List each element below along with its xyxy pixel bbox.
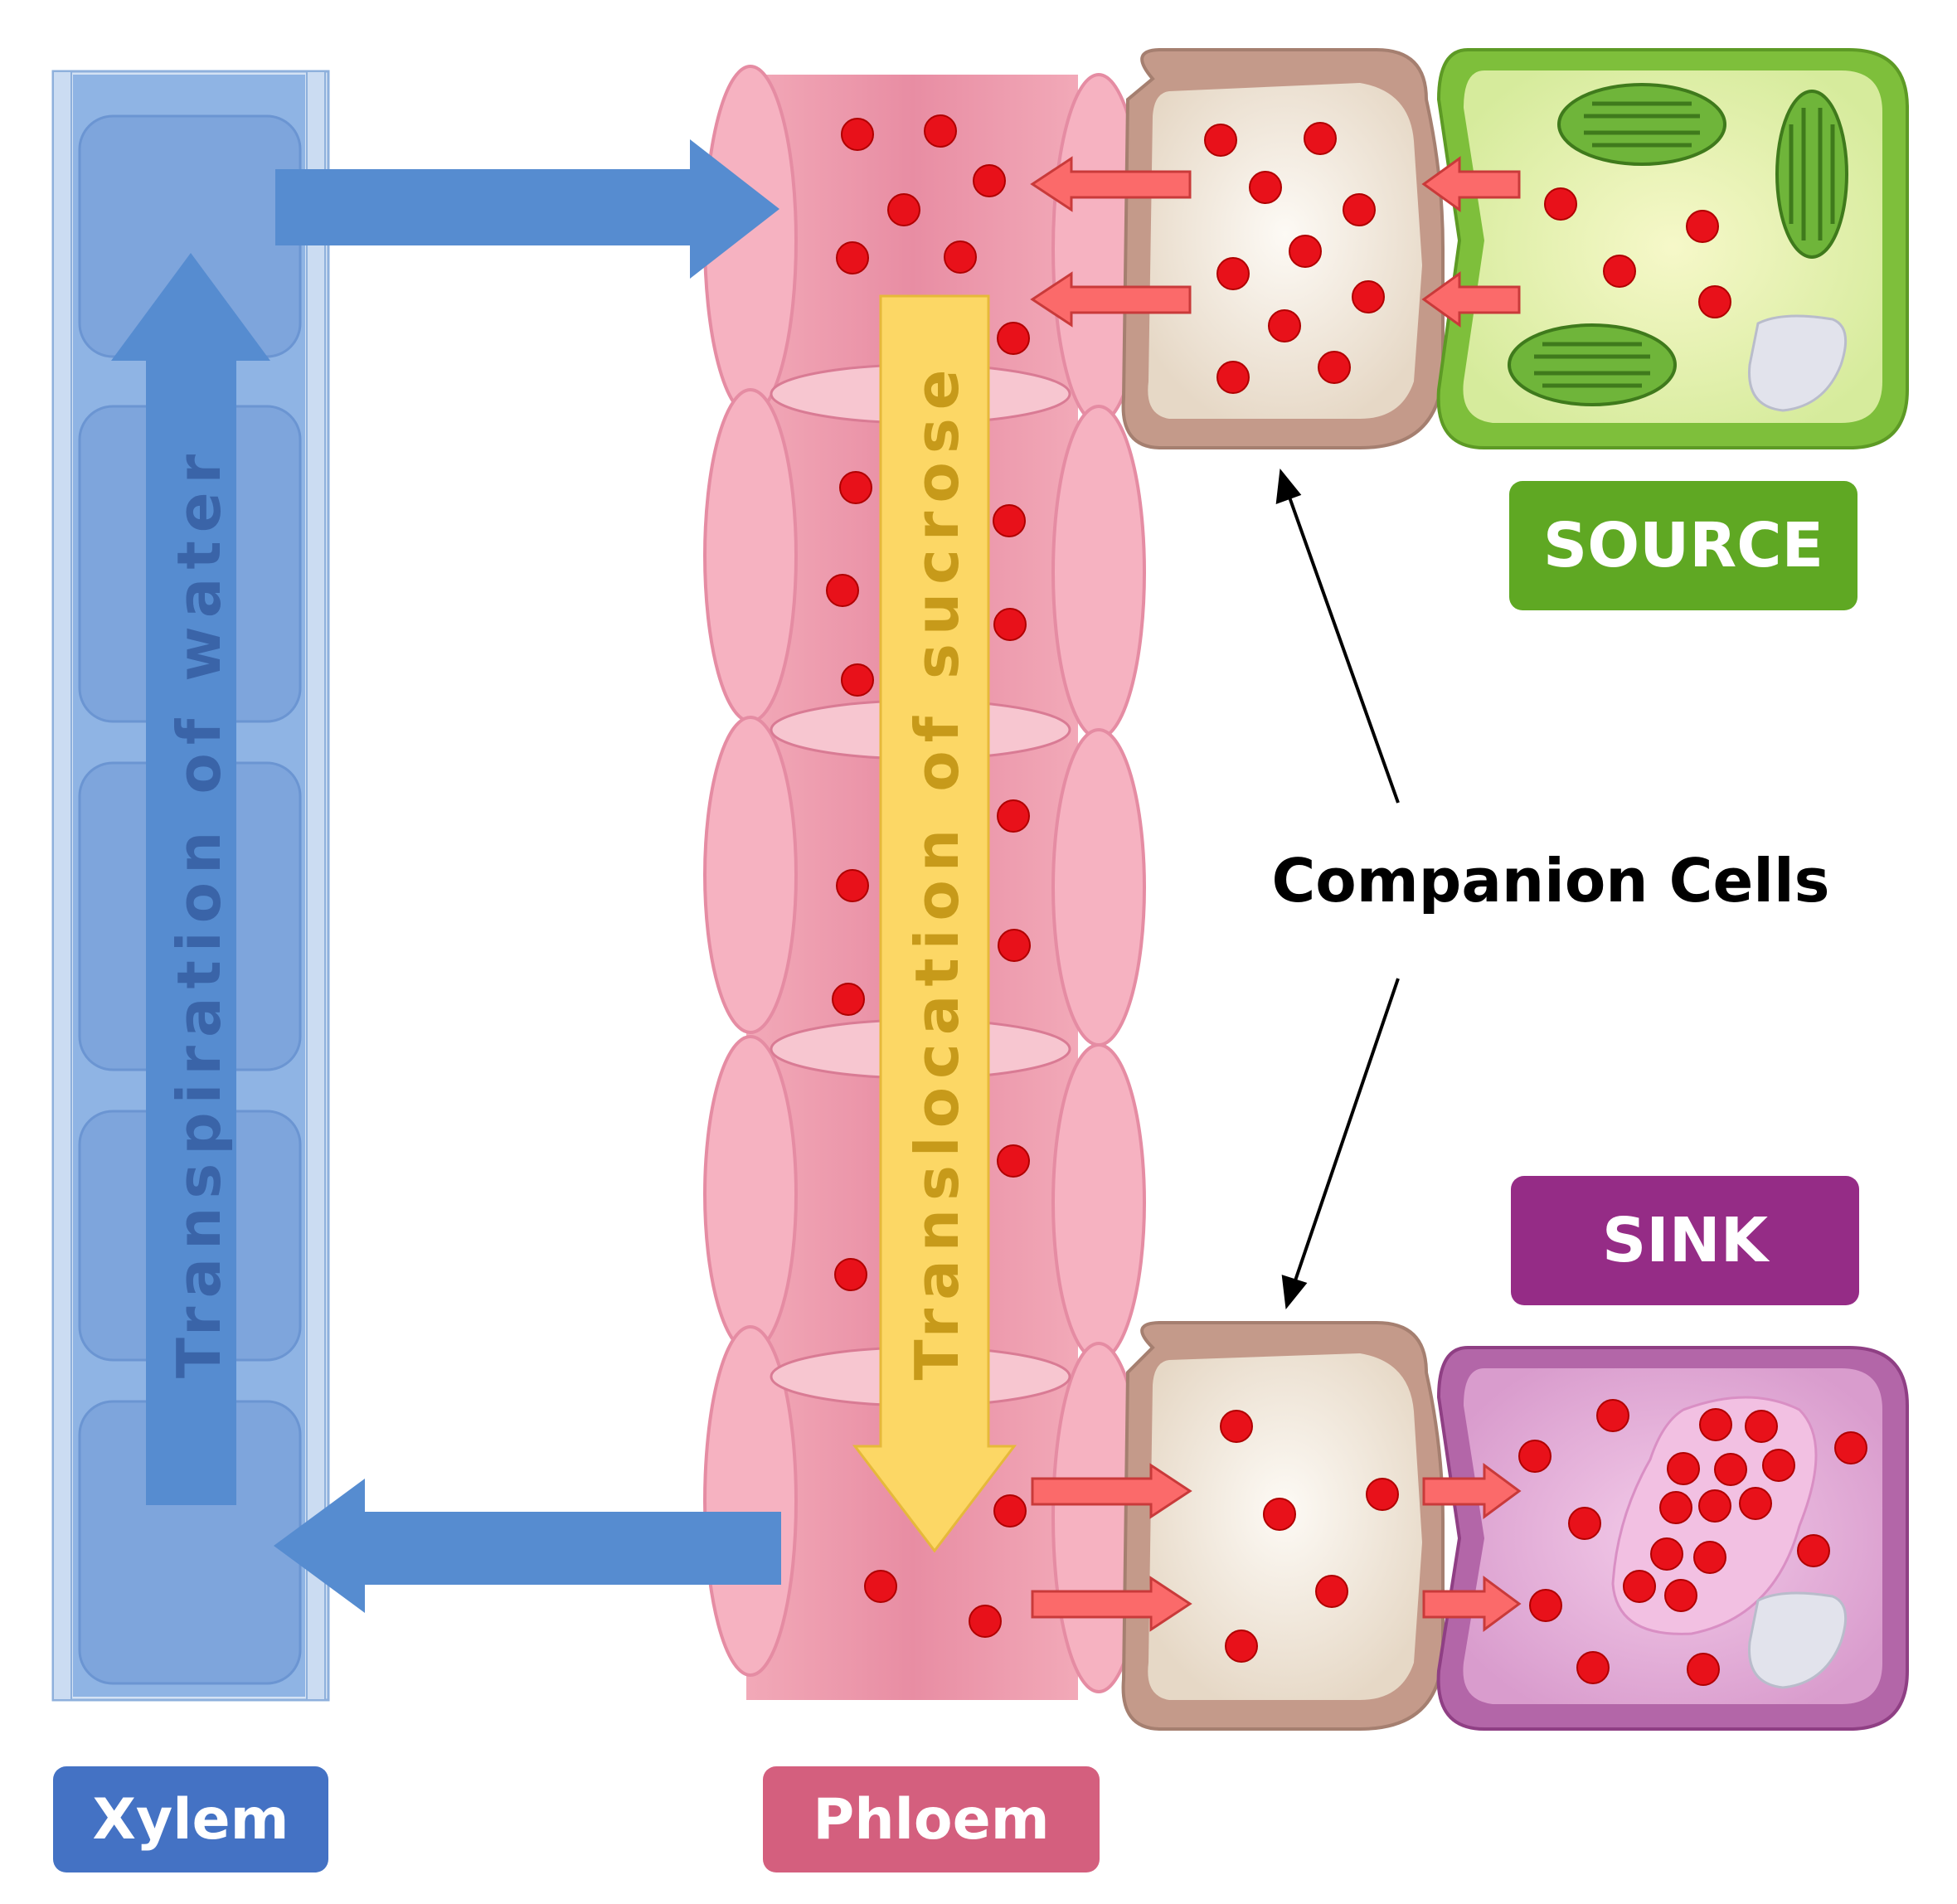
sucrose-dot	[1687, 1653, 1720, 1686]
sucrose-dot	[1204, 124, 1237, 157]
source-label: SOURCE	[1509, 481, 1857, 610]
sucrose-dot	[1698, 285, 1731, 318]
sucrose-dot	[924, 114, 957, 148]
sucrose-dot	[997, 322, 1030, 355]
sucrose-dot	[993, 1494, 1027, 1528]
sink-label: SINK	[1511, 1176, 1859, 1305]
sucrose-dot	[836, 241, 869, 274]
sucrose-dot	[1659, 1491, 1692, 1524]
sucrose-dot	[1664, 1579, 1697, 1612]
transpiration-arrow	[111, 253, 270, 1505]
sucrose-dot	[1352, 280, 1385, 313]
sucrose-dot	[839, 471, 872, 504]
water-flow-arrows	[111, 139, 781, 1613]
sucrose-dot	[973, 164, 1006, 197]
xylem-to-phloem-arrow	[275, 139, 779, 279]
sucrose-dot	[836, 869, 869, 902]
sucrose-dot	[1739, 1487, 1772, 1520]
companion-cell-pointers	[1275, 469, 1400, 1309]
xylem-label: Xylem	[53, 1766, 328, 1872]
sucrose-dot	[832, 983, 865, 1016]
sucrose-dot	[1650, 1537, 1683, 1571]
sucrose-dot	[1315, 1575, 1348, 1608]
sucrose-dot	[1699, 1408, 1732, 1441]
sucrose-dot	[969, 1605, 1002, 1638]
sucrose-dot	[1343, 193, 1376, 226]
sucrose-dot	[997, 799, 1030, 833]
sucrose-dot	[997, 1144, 1030, 1178]
sucrose-dot	[1220, 1410, 1253, 1443]
vacuole-icon	[1748, 314, 1848, 412]
sucrose-dot	[1698, 1489, 1731, 1523]
sucrose-dot	[1623, 1570, 1656, 1603]
sink-cell	[1436, 1346, 1909, 1731]
sucrose-dot	[1544, 187, 1577, 221]
sucrose-dot	[887, 193, 920, 226]
sucrose-dot	[1268, 309, 1301, 342]
sucrose-dot	[841, 663, 874, 697]
sucrose-dot	[1225, 1630, 1258, 1663]
sucrose-dot	[826, 574, 859, 607]
sucrose-dot	[1304, 122, 1337, 155]
sucrose-dot	[1249, 171, 1282, 204]
sucrose-dot	[993, 504, 1026, 537]
sucrose-dot	[1263, 1498, 1296, 1531]
sucrose-dot	[1686, 210, 1719, 243]
companion-cells-label: Companion Cells	[1271, 846, 1830, 916]
translocation-arrow	[852, 294, 1017, 1553]
sucrose-dot	[864, 1570, 897, 1603]
vacuole-icon	[1748, 1591, 1848, 1689]
sucrose-dot	[1529, 1589, 1562, 1622]
sucrose-dot	[993, 608, 1027, 641]
sucrose-dot	[944, 240, 977, 274]
sucrose-dot	[1762, 1449, 1795, 1482]
sucrose-dot	[1667, 1452, 1700, 1485]
sucrose-molecules	[826, 114, 1867, 1686]
sucrose-dot	[1318, 351, 1351, 384]
sucrose-dot	[998, 929, 1031, 962]
sucrose-dot	[1518, 1440, 1552, 1473]
sucrose-dot	[1216, 361, 1250, 394]
sucrose-dot	[1797, 1534, 1830, 1567]
phloem-label: Phloem	[763, 1766, 1100, 1872]
sucrose-dot	[1568, 1507, 1601, 1540]
sucrose-dot	[1603, 255, 1636, 288]
sucrose-dot	[1714, 1453, 1747, 1486]
sucrose-dot	[1366, 1478, 1399, 1511]
transpiration-label: Transpiration of water	[164, 445, 234, 1379]
sucrose-dot	[1576, 1651, 1610, 1684]
companion-cell-top	[1121, 48, 1445, 449]
sucrose-dot	[834, 1258, 867, 1291]
sucrose-dot	[1216, 257, 1250, 290]
sucrose-dot	[1745, 1410, 1778, 1443]
sucrose-dot	[1693, 1541, 1726, 1574]
sucrose-dot	[1289, 235, 1322, 268]
sucrose-transfer-arrows	[1030, 156, 1522, 1632]
source-cell	[1436, 48, 1909, 449]
phloem-to-xylem-arrow	[274, 1479, 781, 1613]
translocation-label: Translocation of sucrose	[902, 361, 972, 1381]
sucrose-dot	[1596, 1399, 1629, 1432]
sucrose-dot	[1834, 1431, 1867, 1464]
sucrose-dot	[841, 118, 874, 151]
